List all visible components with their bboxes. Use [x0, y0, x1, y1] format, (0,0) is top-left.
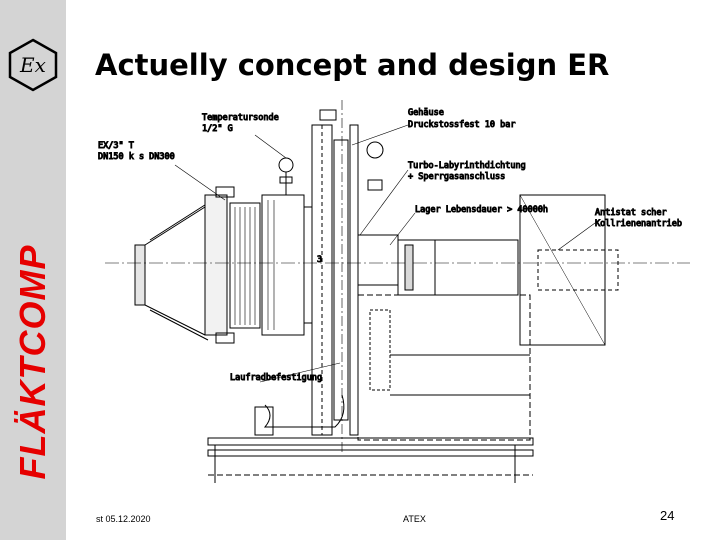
shaft-bearing [357, 194, 619, 346]
footer-date: st 05.12.2020 [96, 514, 151, 524]
label-ex-class: EX/3" T [98, 141, 134, 151]
label-befestigung: Laufradbefestigung [230, 373, 322, 383]
label-antistatic: Antistat scher [595, 208, 667, 218]
ex-atex-hexagon-icon: Ex [8, 38, 58, 92]
slide-title: Actuelly concept and design ER [95, 48, 610, 82]
label-lager: Lager Lebensdauer > 40000h [415, 205, 548, 215]
label-temp-thread: 1/2" G [202, 124, 233, 134]
label-sperrgas: + Sperrgasanschluss [408, 172, 505, 182]
label-kupplung: Kollrienenantrieb [595, 219, 682, 229]
inlet-cone [134, 202, 209, 341]
ex-logo-text: Ex [19, 53, 46, 77]
label-gehaeuse: Gehäuse [408, 108, 444, 118]
technical-drawing: Temperatursonde 1/2" G Gehäuse Druckstos… [98, 100, 690, 483]
label-num3: 3 [317, 255, 322, 265]
sidebar: Ex FLÄKTCOMP [0, 0, 66, 540]
label-dn-range: DN150 k s DN300 [98, 152, 175, 162]
leader-lines [174, 124, 596, 383]
label-turbo: Turbo-Labyrinthdichtung [408, 161, 526, 171]
label-druckstossfest: Druckstossfest 10 bar [408, 120, 515, 130]
label-temperatursonde: Temperatursonde [202, 113, 279, 123]
brand-logo: FLÄKTCOMP [12, 244, 53, 480]
impeller-housing [204, 157, 312, 344]
page-number: 24 [660, 508, 675, 523]
motor-frame [357, 294, 531, 441]
footer-atex: ATEX [403, 514, 426, 524]
base-frame [207, 394, 534, 483]
